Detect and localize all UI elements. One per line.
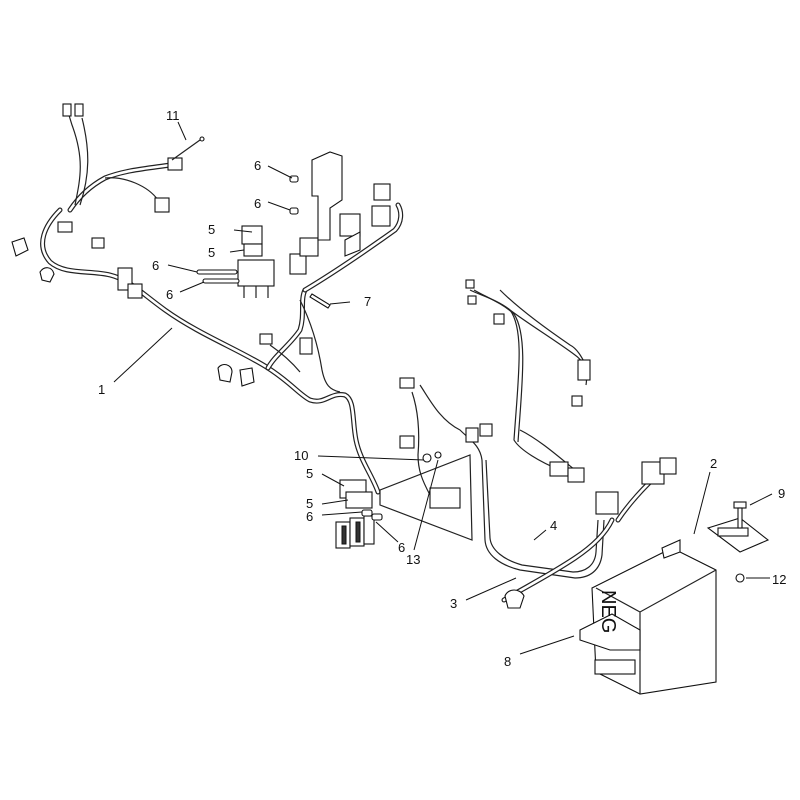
callout-2: 2 xyxy=(710,456,717,471)
callout-6c: 6 xyxy=(152,258,159,273)
part-11-jumper xyxy=(171,136,205,161)
lower-relay-cluster xyxy=(335,451,473,549)
callout-5b: 5 xyxy=(208,245,215,260)
callout-6f: 6 xyxy=(398,540,405,555)
callout-6b: 6 xyxy=(254,196,261,211)
callout-5a: 5 xyxy=(208,222,215,237)
callout-12: 12 xyxy=(772,572,786,587)
leader-lines xyxy=(113,121,773,655)
callout-6e: 6 xyxy=(306,509,313,524)
callout-11: 11 xyxy=(166,108,180,123)
callout-3: 3 xyxy=(450,596,457,611)
callout-9: 9 xyxy=(778,486,785,501)
right-harness xyxy=(399,279,677,609)
callout-5d: 5 xyxy=(306,496,313,511)
main-wire-harness xyxy=(40,111,404,495)
callout-10: 10 xyxy=(294,448,308,463)
battery-neg-label: NEG xyxy=(597,590,619,633)
callout-5c: 5 xyxy=(306,466,313,481)
callout-7: 7 xyxy=(364,294,371,309)
callout-6d: 6 xyxy=(166,287,173,302)
callout-13: 13 xyxy=(406,552,420,567)
callout-numbers: 1 2 3 4 5 5 5 5 6 6 6 6 6 6 7 8 9 10 11 … xyxy=(98,108,786,669)
battery: NEG xyxy=(579,539,717,695)
top-left-connectors xyxy=(11,103,313,387)
callout-6a: 6 xyxy=(254,158,261,173)
callout-8: 8 xyxy=(504,654,511,669)
battery-holddown xyxy=(706,501,770,583)
callout-1: 1 xyxy=(98,382,105,397)
callout-4: 4 xyxy=(550,518,557,533)
upper-relay-cluster xyxy=(196,151,391,309)
